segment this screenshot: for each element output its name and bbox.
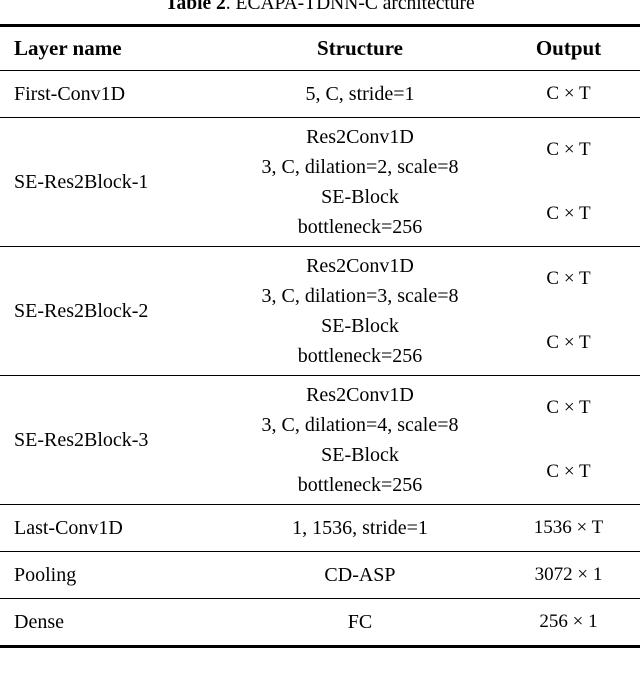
structure-line: Res2Conv1D [306,384,414,406]
table-row: SE-Res2Block-1 Res2Conv1D 3, C, dilation… [0,118,640,246]
output-value: C × T [546,203,591,224]
output-value: C × T [546,268,591,289]
table-row: Dense FC 256 × 1 [0,599,640,645]
table-row: Pooling CD-ASP 3072 × 1 [0,552,640,598]
cell-layer-name: SE-Res2Block-1 [14,170,149,193]
cell-structure: 1, 1536, stride=1 [292,516,428,539]
row-separator [0,117,640,118]
cell-structure: Res2Conv1D 3, C, dilation=4, scale=8 SE-… [215,380,505,500]
cell-output: 1536 × T [533,517,604,538]
table-row: SE-Res2Block-2 Res2Conv1D 3, C, dilation… [0,247,640,375]
table-row: SE-Res2Block-3 Res2Conv1D 3, C, dilation… [0,376,640,504]
caption-title: ECAPA-TDNN-C architecture [235,0,475,14]
cell-structure: Res2Conv1D 3, C, dilation=3, scale=8 SE-… [215,251,505,371]
structure-line: SE-Block [321,444,399,466]
column-header-layer-name: Layer name [14,36,122,60]
structure-line: Res2Conv1D [306,255,414,277]
cell-layer-name: First-Conv1D [14,82,126,105]
structure-line: 3, C, dilation=2, scale=8 [261,156,459,178]
column-header-structure: Structure [317,36,403,60]
output-value: C × T [546,139,591,160]
structure-line: bottleneck=256 [297,474,423,496]
structure-line: SE-Block [321,186,399,208]
row-separator [0,504,640,505]
table-caption-clip: Table 2. ECAPA-TDNN-C architecture [0,0,640,20]
structure-line: bottleneck=256 [297,345,423,367]
cell-structure: FC [347,610,373,633]
cell-output: 3072 × 1 [534,564,603,585]
header-bottom-rule [0,70,640,71]
row-separator [0,246,640,247]
structure-line: 3, C, dilation=4, scale=8 [261,414,459,436]
cell-layer-name: Dense [14,610,64,633]
structure-line: 3, C, dilation=3, scale=8 [261,285,459,307]
caption-separator: . [225,0,231,14]
table-row: First-Conv1D 5, C, stride=1 C × T [0,71,640,117]
cell-output: C × T C × T [505,118,640,246]
cell-layer-name: Pooling [14,563,77,586]
architecture-table: Layer name Structure Output First-Conv1D… [0,24,640,648]
cell-output: C × T [546,83,591,104]
table-bottom-rule [0,645,640,648]
table-row: Last-Conv1D 1, 1536, stride=1 1536 × T [0,505,640,551]
caption-label: Table 2 [165,0,226,14]
cell-layer-name: SE-Res2Block-3 [14,428,149,451]
cell-layer-name: SE-Res2Block-2 [14,299,149,322]
cell-structure: 5, C, stride=1 [305,82,415,105]
row-separator [0,375,640,376]
row-separator [0,598,640,599]
row-separator [0,551,640,552]
structure-line: Res2Conv1D [306,126,414,148]
structure-line: SE-Block [321,315,399,337]
output-value: C × T [546,461,591,482]
cell-layer-name: Last-Conv1D [14,516,123,539]
cell-output: C × T C × T [505,247,640,375]
table-top-rule [0,24,640,27]
cell-output: 256 × 1 [539,611,598,632]
output-value: C × T [546,397,591,418]
structure-line: bottleneck=256 [297,216,423,238]
column-header-output: Output [535,36,602,60]
cell-structure: CD-ASP [324,563,396,586]
cell-structure: Res2Conv1D 3, C, dilation=2, scale=8 SE-… [215,122,505,242]
table-caption: Table 2. ECAPA-TDNN-C architecture [0,0,640,16]
cell-output: C × T C × T [505,376,640,504]
output-value: C × T [546,332,591,353]
table-header-row: Layer name Structure Output [0,27,640,70]
